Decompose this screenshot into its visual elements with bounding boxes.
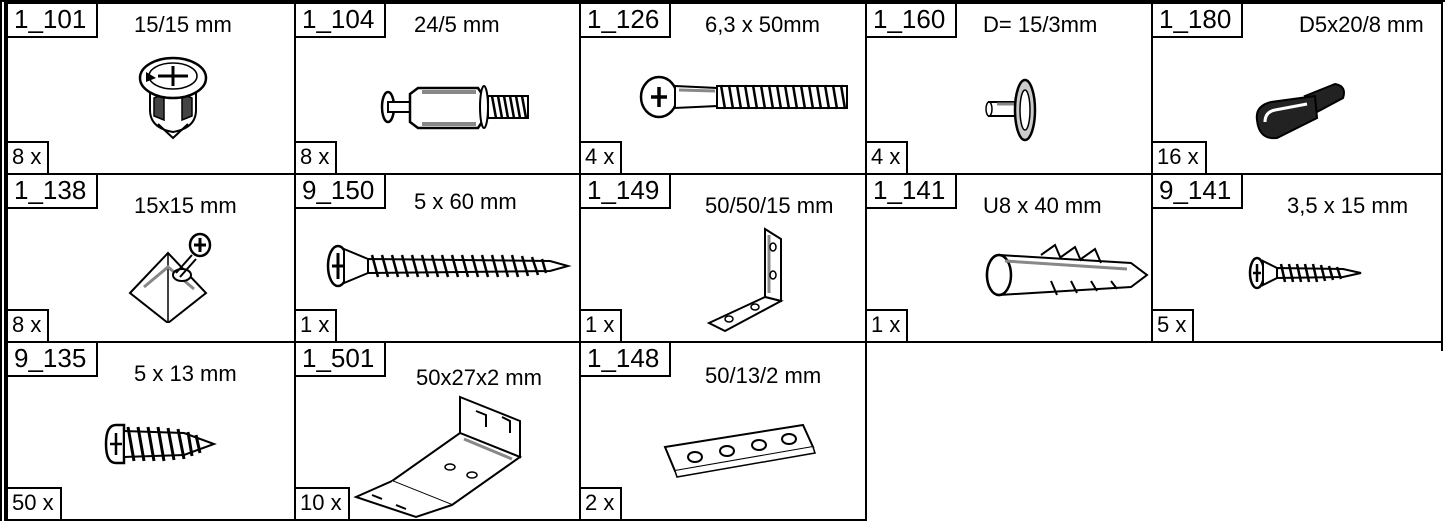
part-cell-1-501: 1_501 50x27x2 mm 10 x [294, 341, 581, 521]
part-cell-1-104: 1_104 24/5 mm 8 x [294, 2, 581, 175]
sheet-border-left-inner [4, 0, 6, 521]
part-code: 1_126 [581, 4, 672, 38]
part-quantity: 4 x [581, 141, 623, 173]
part-size: U8 x 40 mm [983, 193, 1102, 218]
part-code: 1_160 [867, 4, 958, 38]
part-code: 1_141 [867, 175, 958, 209]
part-quantity: 1 x [867, 309, 909, 341]
part-code: 9_141 [1153, 175, 1244, 209]
part-size: 24/5 mm [414, 12, 500, 37]
part-size: 50x27x2 mm [416, 365, 542, 390]
angle-bracket-icon [699, 223, 799, 333]
part-quantity: 50 x [8, 487, 62, 519]
part-quantity: 10 x [296, 487, 350, 519]
part-quantity: 8 x [8, 141, 50, 173]
part-size: 5 x 13 mm [134, 361, 237, 386]
cam-lock-icon [128, 48, 218, 148]
part-cell-1-149: 1_149 50/50/15 mm 1 x [579, 173, 867, 343]
part-quantity: 1 x [296, 309, 338, 341]
part-code: 1_101 [8, 4, 99, 38]
part-cell-1-180: 1_180 D5x20/8 mm 16 x [1151, 2, 1443, 175]
part-cell-9-135: 9_135 5 x 13 mm 50 x [6, 341, 296, 521]
sheet-border-left [0, 0, 2, 521]
part-size: 50/50/15 mm [705, 193, 834, 218]
cam-bolt-icon [378, 80, 534, 134]
part-cell-1-126: 1_126 6,3 x 50mm 4 x [579, 2, 867, 175]
part-cell-9-141: 9_141 3,5 x 15 mm 5 x [1151, 173, 1443, 343]
part-quantity: 8 x [296, 141, 338, 173]
part-code: 1_148 [581, 343, 672, 377]
wall-plug-icon [981, 241, 1151, 301]
part-size: 6,3 x 50mm [705, 12, 820, 37]
z-bracket-icon [352, 393, 532, 519]
part-code: 9_150 [296, 175, 387, 209]
part-quantity: 8 x [8, 309, 50, 341]
part-code: 1_149 [581, 175, 672, 209]
part-cell-1-148: 1_148 50/13/2 mm 2 x [579, 341, 867, 521]
part-size: 5 x 60 mm [414, 189, 517, 214]
sheet-border-top [0, 0, 1445, 2]
part-quantity: 1 x [581, 309, 623, 341]
small-screw-icon [1247, 255, 1367, 291]
part-size: D5x20/8 mm [1299, 12, 1424, 37]
part-cell-1-101: 1_101 15/15 mm 8 x [6, 2, 296, 175]
euro-screw-icon [637, 72, 857, 122]
corner-connector-icon [124, 223, 224, 323]
pan-head-screw-icon [102, 419, 222, 469]
long-screw-icon [324, 243, 574, 289]
part-quantity: 16 x [1153, 141, 1207, 173]
part-quantity: 2 x [581, 487, 623, 519]
part-code: 1_501 [296, 343, 387, 377]
part-cell-1-160: 1_160 D= 15/3mm 4 x [865, 2, 1153, 175]
part-size: 15x15 mm [134, 193, 237, 218]
shelf-pin-icon [985, 70, 1045, 150]
part-size: 50/13/2 mm [705, 363, 822, 388]
part-size: D= 15/3mm [983, 12, 1098, 37]
part-size: 3,5 x 15 mm [1287, 193, 1409, 218]
part-cell-1-138: 1_138 15x15 mm 8 x [6, 173, 296, 343]
part-quantity: 4 x [867, 141, 909, 173]
part-code: 1_104 [296, 4, 387, 38]
part-code: 1_180 [1153, 4, 1244, 38]
shelf-support-icon [1251, 78, 1351, 148]
part-code: 1_138 [8, 175, 99, 209]
mending-plate-icon [659, 421, 819, 481]
part-cell-9-150: 9_150 5 x 60 mm 1 x [294, 173, 581, 343]
part-code: 9_135 [8, 343, 99, 377]
part-quantity: 5 x [1153, 309, 1195, 341]
part-cell-1-141: 1_141 U8 x 40 mm 1 x [865, 173, 1153, 343]
part-size: 15/15 mm [134, 12, 232, 37]
